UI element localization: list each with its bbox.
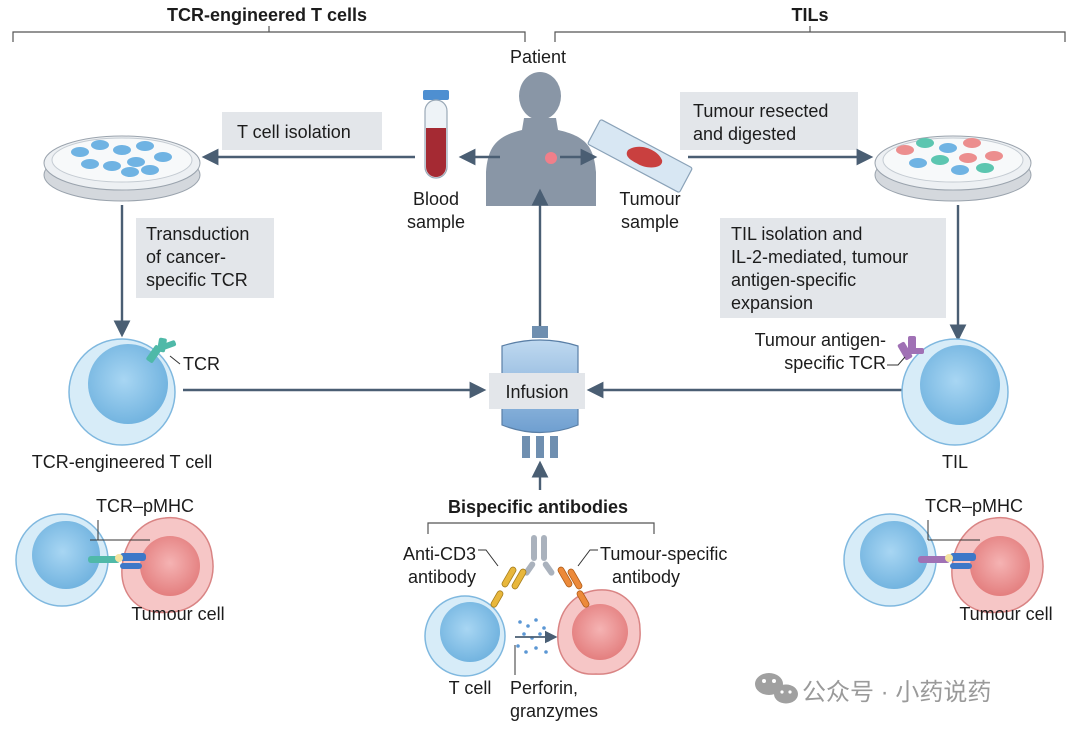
left-tcr-pmhc-interaction	[15, 513, 214, 614]
til-caption: TIL	[942, 452, 968, 472]
purple-tcr-icon	[897, 336, 924, 361]
left-petri-dish-icon	[43, 135, 201, 202]
left-tumour-cell-label: Tumour cell	[131, 604, 224, 624]
blood-tube-icon	[423, 90, 449, 179]
svg-text:of cancer-: of cancer-	[146, 247, 226, 267]
right-petri-dish-icon	[874, 135, 1032, 202]
svg-text:IL-2-mediated, tumour: IL-2-mediated, tumour	[731, 247, 908, 267]
t-cell-isolation-box: T cell isolation	[222, 112, 382, 150]
til-expansion-box: TIL isolation and IL-2-mediated, tumour …	[720, 218, 946, 318]
right-section-title: TILs	[791, 5, 828, 25]
bispecific-t-cell-label: T cell	[449, 678, 492, 698]
svg-text:and digested: and digested	[693, 124, 796, 144]
tumour-specific-label-line1: Tumour-specific	[600, 544, 727, 564]
tcr-engineered-t-cell	[68, 337, 181, 446]
tumour-sample-label-line2: sample	[621, 212, 679, 232]
watermark-text: 公众号 · 小药说药	[802, 679, 991, 706]
perforin-label-line1: Perforin,	[510, 678, 578, 698]
til-cell	[887, 336, 1009, 446]
svg-text:Transduction: Transduction	[146, 224, 249, 244]
svg-text:TIL isolation and: TIL isolation and	[731, 224, 862, 244]
right-tumour-cell-label: Tumour cell	[959, 604, 1052, 624]
infusion-bag-icon: Infusion	[489, 326, 585, 458]
patient-label: Patient	[510, 47, 566, 67]
svg-text:expansion: expansion	[731, 293, 813, 313]
wechat-logo-icon	[755, 673, 798, 704]
anti-cd3-label-line1: Anti-CD3	[403, 544, 476, 564]
left-tcr-pmhc-label: TCR–pMHC	[96, 496, 194, 516]
infusion-label: Infusion	[505, 382, 568, 402]
tumour-specific-leader	[577, 549, 598, 567]
right-section-header: TILs	[554, 5, 1066, 42]
flow-arrows	[113, 148, 967, 490]
tumour-sample-label-line1: Tumour	[619, 189, 680, 209]
tumour-antigen-tcr-label-line1: Tumour antigen-	[755, 330, 886, 350]
left-section-title: TCR-engineered T cells	[167, 5, 367, 25]
anti-cd3-leader	[478, 549, 499, 567]
blood-label-line2: sample	[407, 212, 465, 232]
tumour-specific-label-line2: antibody	[612, 567, 680, 587]
perforin-granule-dots	[516, 618, 550, 654]
bispecific-tumour-cell	[557, 589, 641, 675]
bispecific-title: Bispecific antibodies	[448, 497, 628, 517]
right-tcr-pmhc-interaction	[843, 513, 1044, 614]
teal-tcr-icon	[146, 337, 177, 363]
tumour-specific-antibody-icon	[557, 566, 590, 608]
bispecific-t-cell	[424, 595, 506, 677]
tcr-label: TCR	[183, 354, 220, 374]
bispecific-antibody-icon	[523, 535, 555, 576]
svg-text:Tumour resected: Tumour resected	[693, 101, 828, 121]
svg-text:T cell isolation: T cell isolation	[237, 122, 351, 142]
svg-text:specific TCR: specific TCR	[146, 270, 248, 290]
tumour-antigen-tcr-label-line2: specific TCR	[784, 353, 886, 373]
bispecific-bracket	[427, 522, 655, 534]
wechat-watermark: 公众号 · 小药说药	[755, 673, 991, 706]
tumour-resected-box: Tumour resected and digested	[680, 92, 858, 150]
patient-silhouette-icon	[486, 72, 596, 206]
anti-cd3-label-line2: antibody	[408, 567, 476, 587]
tumour-slide-icon	[587, 119, 693, 193]
anti-cd3-antibody-icon	[490, 566, 527, 608]
transduction-box: Transduction of cancer- specific TCR	[136, 218, 274, 298]
right-tcr-pmhc-label: TCR–pMHC	[925, 496, 1023, 516]
tcr-engineered-t-cell-caption: TCR-engineered T cell	[32, 452, 212, 472]
svg-text:antigen-specific: antigen-specific	[731, 270, 856, 290]
perforin-label-line2: granzymes	[510, 701, 598, 721]
blood-label-line1: Blood	[413, 189, 459, 209]
left-section-header: TCR-engineered T cells	[12, 5, 526, 42]
